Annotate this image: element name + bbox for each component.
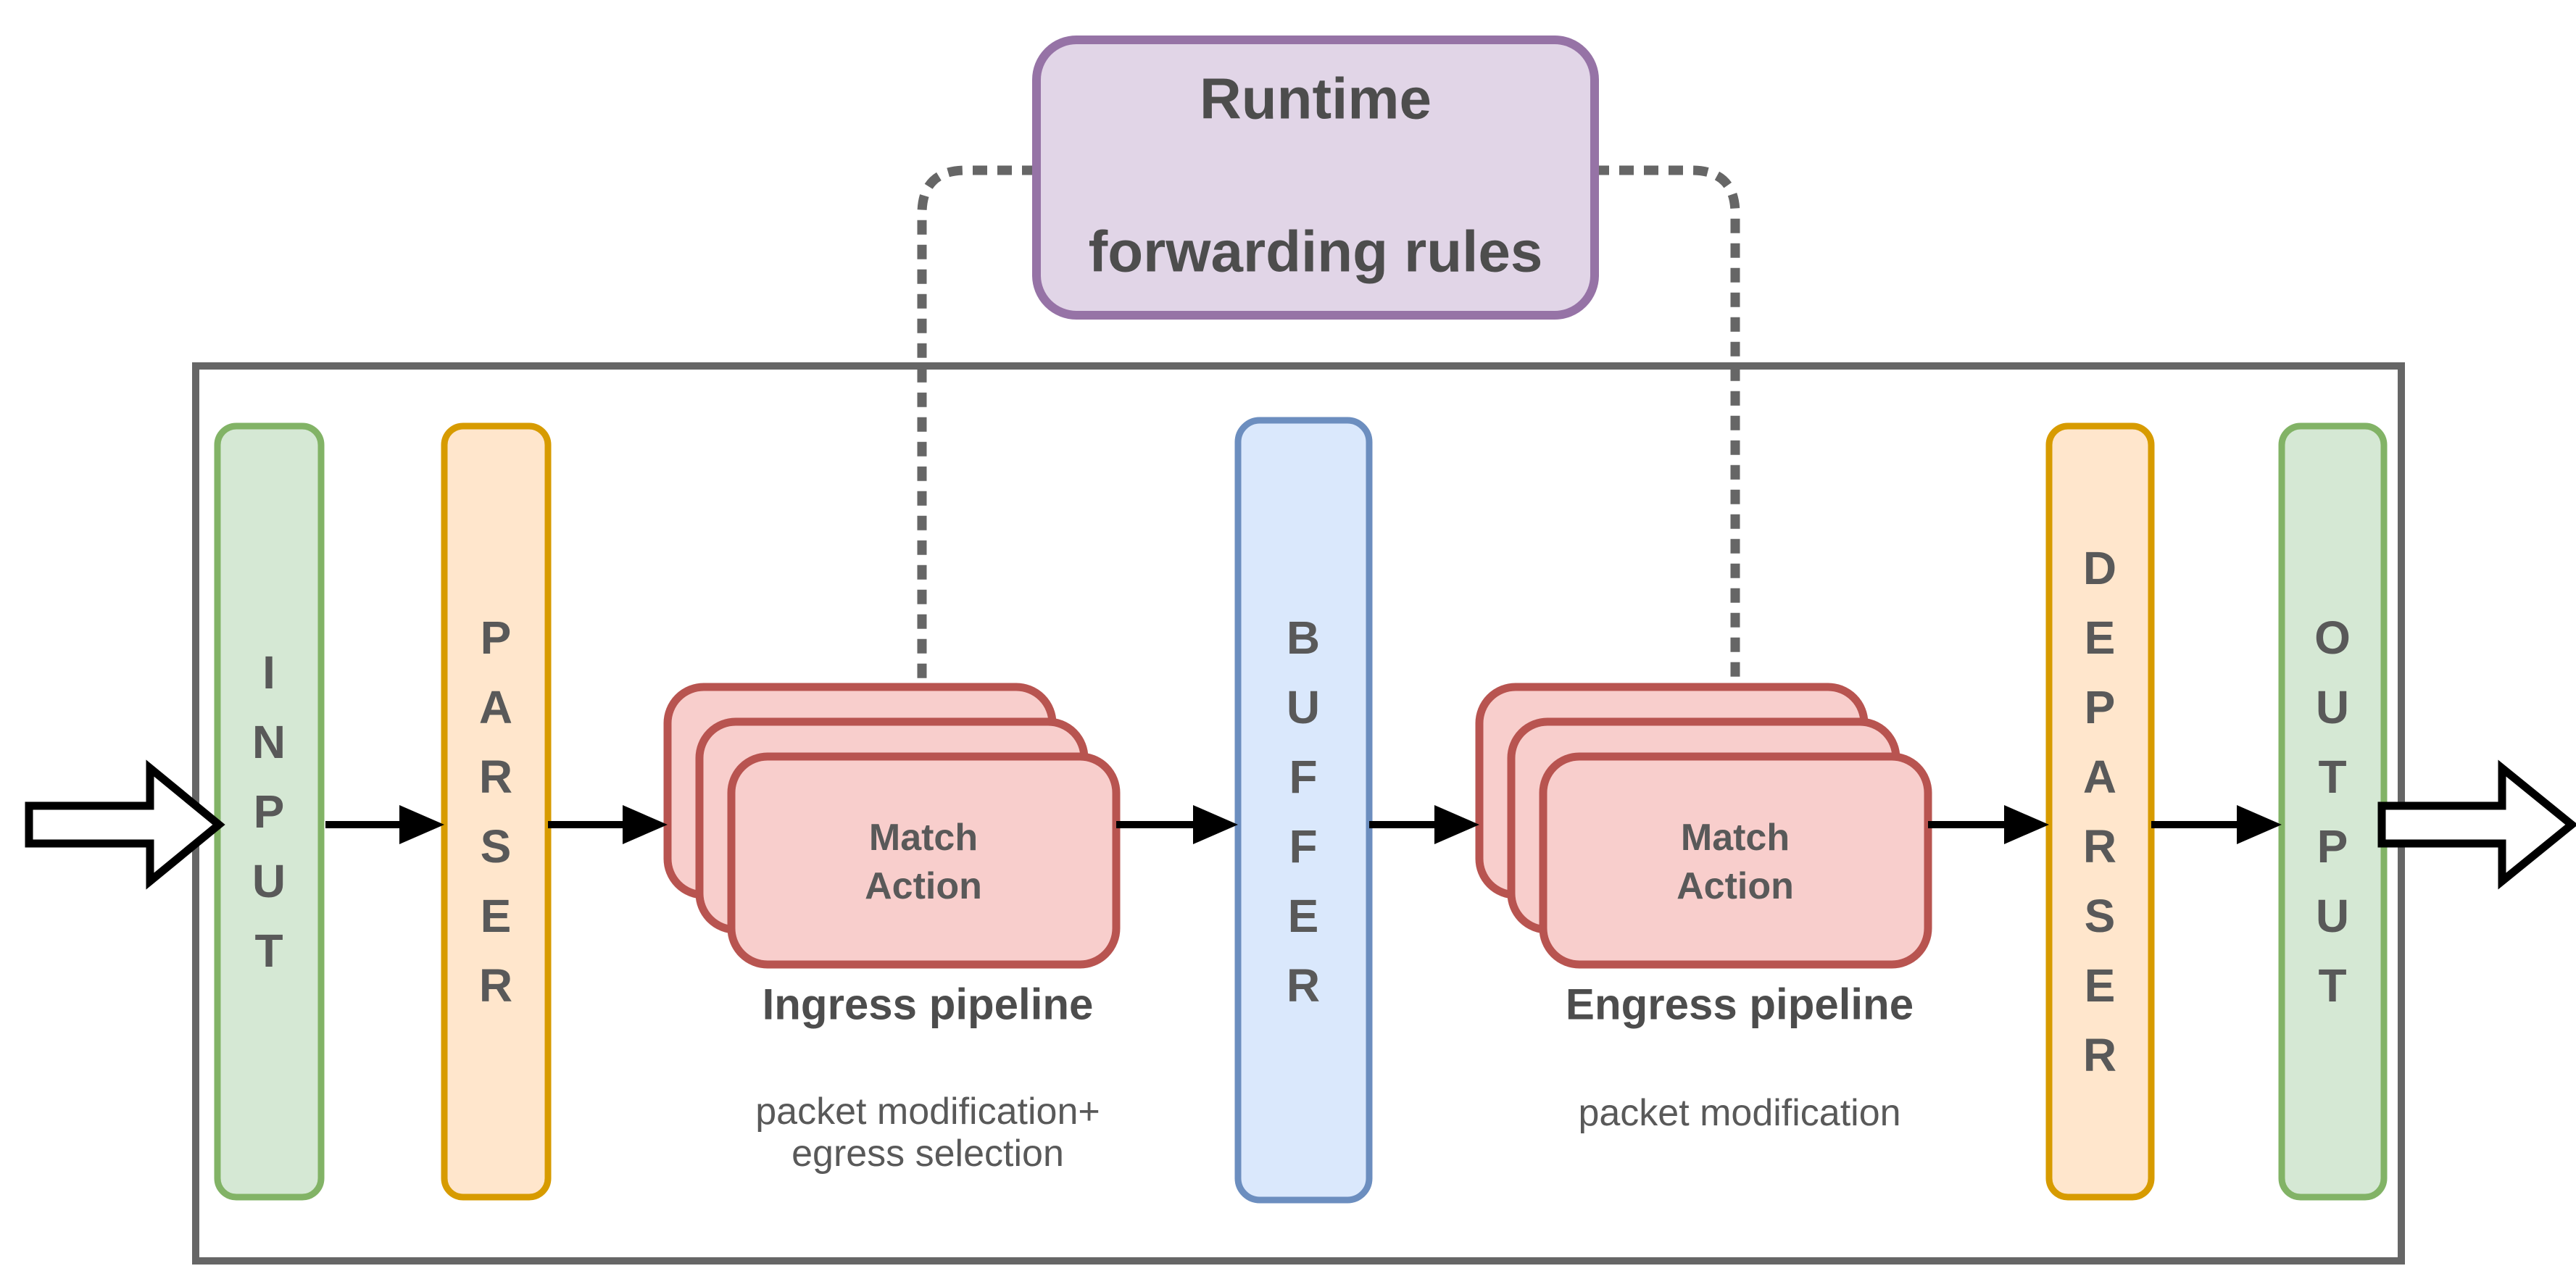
packet-in-arrow-icon bbox=[25, 759, 225, 890]
runtime-to-engress-dotted-line bbox=[1595, 165, 1740, 690]
ingress-pipeline-desc-line1: packet modification+ bbox=[755, 1091, 1100, 1133]
arrow-buffer-to-engress bbox=[1369, 805, 1479, 844]
arrow-ingress-to-buffer-head-icon bbox=[1193, 805, 1238, 844]
arrow-parser-to-ingress bbox=[548, 805, 668, 844]
engress-pipeline-title: Engress pipeline bbox=[1566, 980, 1914, 1029]
stage-parser-rect bbox=[441, 422, 552, 1201]
runtime-rules-box: Runtime forwarding rules bbox=[1032, 36, 1599, 320]
stage-buffer-rect bbox=[1234, 417, 1373, 1204]
runtime-rules-title-line2: forwarding rules bbox=[1089, 220, 1543, 284]
stage-output-rect bbox=[2278, 422, 2388, 1201]
arrow-deparser-to-output-head-icon bbox=[2237, 805, 2282, 844]
runtime-rules-rect bbox=[1032, 36, 1599, 320]
arrow-input-to-parser bbox=[325, 805, 444, 844]
stage-input-rect bbox=[214, 422, 325, 1201]
arrow-input-to-parser-head-icon bbox=[399, 805, 444, 844]
ingress-pipeline: Match Action Ingress pipeline packet mod… bbox=[663, 683, 1121, 1175]
ingress-pipeline-title: Ingress pipeline bbox=[763, 980, 1094, 1029]
ingress-pipeline-desc-line2: egress selection bbox=[792, 1133, 1064, 1175]
engress-card-front bbox=[1539, 752, 1932, 969]
engress-card-label-line1: Match bbox=[1681, 817, 1790, 859]
engress-card-label-line2: Action bbox=[1677, 865, 1794, 907]
arrow-buffer-to-engress-head-icon bbox=[1434, 805, 1479, 844]
arrow-deparser-to-output bbox=[2151, 805, 2282, 844]
stage-deparser-rect bbox=[2045, 422, 2155, 1201]
engress-pipeline-desc: packet modification bbox=[1578, 1092, 1900, 1134]
ingress-card-label-line2: Action bbox=[865, 865, 982, 907]
ingress-card-front bbox=[727, 752, 1121, 969]
runtime-rules-title-line1: Runtime bbox=[1200, 67, 1432, 131]
arrow-engress-to-deparser-head-icon bbox=[2004, 805, 2049, 844]
arrow-parser-to-ingress-head-icon bbox=[623, 805, 668, 844]
arrow-ingress-to-buffer bbox=[1116, 805, 1238, 844]
packet-out-arrow-icon bbox=[2377, 759, 2576, 890]
runtime-to-ingress-dotted-line bbox=[917, 165, 1036, 690]
ingress-card-label-line1: Match bbox=[869, 817, 978, 859]
arrow-engress-to-deparser bbox=[1928, 805, 2049, 844]
engress-pipeline: Match Action Engress pipeline packet mod… bbox=[1475, 683, 1932, 1134]
